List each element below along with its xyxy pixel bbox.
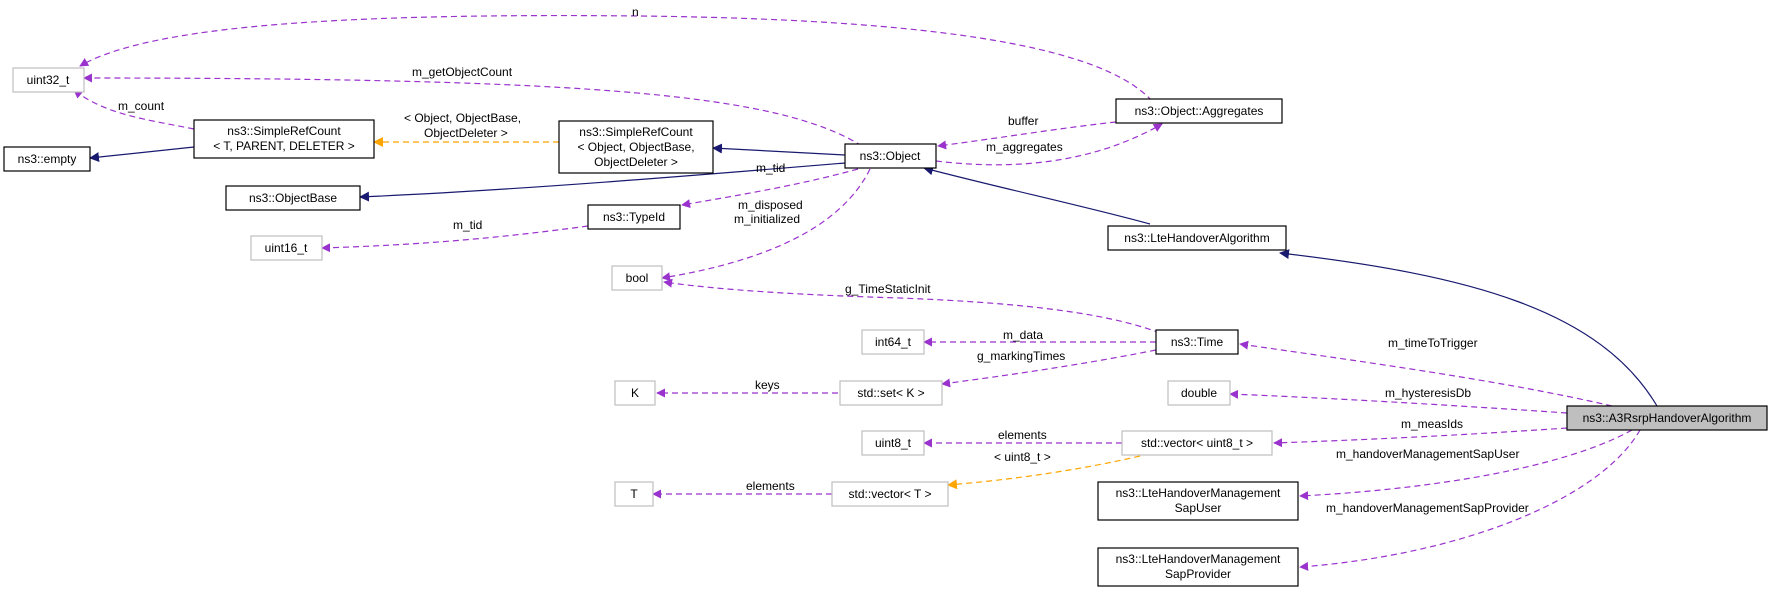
- node-label: < Object, ObjectBase,: [577, 140, 694, 154]
- node-std-vector-T[interactable]: std::vector< T >: [831, 481, 949, 507]
- edge-label-m-measIds: m_measIds: [1401, 417, 1463, 431]
- edge-m-tid-object: [681, 168, 859, 209]
- node-label: T: [630, 487, 638, 501]
- edge-inherit-objectbase: [359, 162, 846, 202]
- edge-label-m-timeToTrigger: m_timeToTrigger: [1388, 336, 1478, 350]
- node-ns3-typeid[interactable]: ns3::TypeId: [587, 204, 681, 230]
- edge-m-measIds: [1273, 427, 1568, 448]
- node-a3rsrphandoveralgorithm[interactable]: ns3::A3RsrpHandoverAlgorithm: [1566, 405, 1768, 431]
- node-label: ns3::LteHandoverManagement: [1116, 486, 1281, 500]
- edge-m-aggregates: [935, 123, 1163, 166]
- node-simplerefcount-generic[interactable]: ns3::SimpleRefCount < T, PARENT, DELETER…: [193, 119, 375, 159]
- edge-label-g-TimeStaticInit: g_TimeStaticInit: [845, 282, 931, 296]
- edge-m-count: [73, 89, 195, 130]
- node-label: int64_t: [875, 335, 912, 349]
- node-object-aggregates[interactable]: ns3::Object::Aggregates: [1115, 98, 1283, 124]
- node-label: ns3::A3RsrpHandoverAlgorithm: [1583, 411, 1752, 425]
- edge-label-m-getObjectCount: m_getObjectCount: [412, 65, 513, 79]
- node-ns3-object[interactable]: ns3::Object: [844, 143, 937, 169]
- node-label: K: [631, 386, 639, 400]
- edge-label-m-data: m_data: [1003, 328, 1043, 342]
- node-label: < T, PARENT, DELETER >: [213, 139, 355, 153]
- edge-label-tmpl1-l1: < Object, ObjectBase,: [404, 111, 521, 125]
- edge-g-TimeStaticInit: [663, 278, 1161, 334]
- edge-label-buffer: buffer: [1008, 114, 1038, 128]
- edge-template-uint8: [947, 455, 1141, 490]
- edge-inherit-simplerefcount: [712, 143, 846, 156]
- edge-label-elements-T: elements: [746, 479, 795, 493]
- node-label: ns3::empty: [18, 152, 77, 166]
- edge-label-m-handoverManagementSapProvider: m_handoverManagementSapProvider: [1326, 501, 1529, 515]
- node-K[interactable]: K: [614, 380, 656, 406]
- edge-label-m-tid-u16: m_tid: [453, 218, 482, 232]
- node-label: uint32_t: [27, 73, 70, 87]
- node-label: ns3::LteHandoverAlgorithm: [1124, 231, 1269, 245]
- edge-n: [79, 14, 1153, 102]
- node-ltehandoveralgorithm[interactable]: ns3::LteHandoverAlgorithm: [1107, 225, 1287, 251]
- node-label: uint16_t: [265, 241, 308, 255]
- node-label: ns3::SimpleRefCount: [227, 124, 341, 138]
- node-double[interactable]: double: [1167, 380, 1231, 406]
- node-ns3-empty[interactable]: ns3::empty: [3, 146, 91, 172]
- node-bool[interactable]: bool: [611, 265, 663, 291]
- node-sapuser[interactable]: ns3::LteHandoverManagement SapUser: [1097, 481, 1299, 521]
- node-uint32-t[interactable]: uint32_t: [12, 67, 85, 93]
- node-label: bool: [626, 271, 649, 285]
- node-label: double: [1181, 386, 1217, 400]
- edge-m-getObjectCount: [83, 73, 863, 147]
- node-label: ObjectDeleter >: [594, 155, 678, 169]
- node-std-set-K[interactable]: std::set< K >: [839, 380, 943, 406]
- node-label: SapUser: [1175, 501, 1222, 515]
- edge-inherit-empty: [89, 146, 195, 163]
- edge-m-disposed: [661, 168, 871, 282]
- edge-m-hysteresisDb: [1229, 389, 1568, 414]
- node-label: ns3::Object: [860, 149, 921, 163]
- node-label: SapProvider: [1165, 567, 1231, 581]
- edge-label-n: n: [632, 5, 639, 19]
- node-T[interactable]: T: [614, 481, 654, 507]
- edge-label-m-aggregates: m_aggregates: [986, 140, 1063, 154]
- edge-g-markingTimes: [941, 349, 1157, 388]
- node-uint8-t[interactable]: uint8_t: [861, 430, 925, 456]
- node-label: ns3::Time: [1171, 335, 1224, 349]
- node-ns3-time[interactable]: ns3::Time: [1155, 329, 1239, 355]
- node-simplerefcount-object[interactable]: ns3::SimpleRefCount < Object, ObjectBase…: [558, 120, 714, 174]
- edge-label-m-handoverManagementSapUser: m_handoverManagementSapUser: [1336, 447, 1519, 461]
- edge-label-tmpl2: < uint8_t >: [994, 450, 1051, 464]
- edge-label-m-tid-object: m_tid: [756, 161, 785, 175]
- node-label: std::vector< uint8_t >: [1141, 436, 1253, 450]
- node-label: ns3::LteHandoverManagement: [1116, 552, 1281, 566]
- edge-inherit-object: [923, 165, 1151, 225]
- edge-m-handoverManagementSapUser: [1299, 429, 1633, 501]
- edge-inherit-ltehandover: [1279, 249, 1658, 407]
- edge-label-m-hysteresisDb: m_hysteresisDb: [1385, 386, 1471, 400]
- node-uint16-t[interactable]: uint16_t: [250, 235, 323, 261]
- edge-label-m-initialized: m_initialized: [734, 212, 800, 226]
- edge-m-timeToTrigger: [1239, 340, 1613, 407]
- node-label: uint8_t: [875, 436, 912, 450]
- node-int64-t[interactable]: int64_t: [861, 329, 925, 355]
- node-label: ns3::ObjectBase: [249, 191, 337, 205]
- node-label: std::set< K >: [857, 386, 924, 400]
- edge-label-elements-u8: elements: [998, 428, 1047, 442]
- edge-label-m-count: m_count: [118, 99, 165, 113]
- node-std-vector-uint8[interactable]: std::vector< uint8_t >: [1121, 430, 1273, 456]
- node-label: std::vector< T >: [849, 487, 932, 501]
- node-label: ns3::SimpleRefCount: [579, 125, 693, 139]
- node-sapprovider[interactable]: ns3::LteHandoverManagement SapProvider: [1097, 547, 1299, 587]
- edge-buffer: [937, 121, 1117, 150]
- edge-label-g-markingTimes: g_markingTimes: [977, 349, 1065, 363]
- node-label: ns3::TypeId: [603, 210, 665, 224]
- node-label: ns3::Object::Aggregates: [1135, 104, 1264, 118]
- edge-label-m-disposed: m_disposed: [738, 198, 803, 212]
- edge-label-keys: keys: [755, 378, 780, 392]
- node-ns3-objectbase[interactable]: ns3::ObjectBase: [225, 185, 361, 211]
- edge-m-tid-u16: [321, 225, 589, 253]
- edge-label-tmpl1-l2: ObjectDeleter >: [424, 126, 508, 140]
- edge-m-handoverManagementSapProvider: [1299, 429, 1641, 571]
